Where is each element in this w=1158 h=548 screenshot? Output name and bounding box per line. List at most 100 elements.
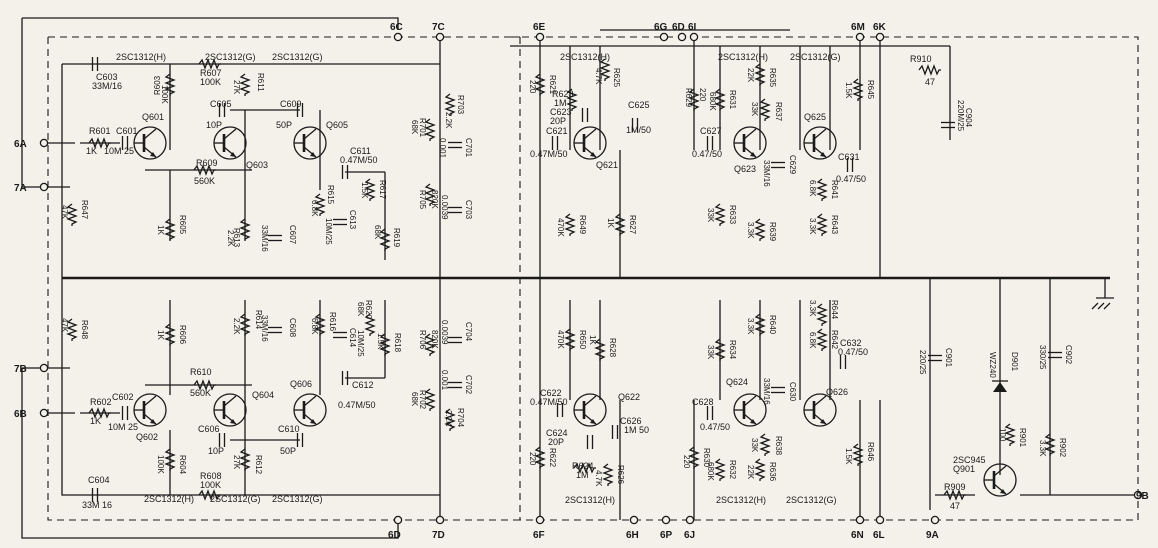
label-c614: C614 [348, 328, 357, 348]
transistor-q624 [732, 392, 768, 428]
label-r625: R625 [612, 68, 621, 88]
label-r617: R617 [378, 180, 387, 200]
label-q626: Q626 [826, 387, 848, 397]
value-r624: 1M [576, 470, 589, 480]
label-c629: C629 [788, 155, 797, 175]
value-r607: 100K [200, 77, 221, 87]
terminal-6g: 6G [654, 22, 668, 33]
label-d901: D901 [1010, 352, 1019, 372]
value-c612: 0.47M/50 [338, 400, 376, 410]
label-c630: C630 [788, 382, 797, 402]
label-c902: C902 [1064, 345, 1073, 365]
label-r649: R649 [578, 215, 587, 235]
terminal-6h: 6H [626, 530, 639, 541]
value-r703: 2.2K [444, 112, 453, 129]
label-r630: R630 [702, 448, 711, 468]
label-r605: R605 [178, 215, 187, 235]
transistor-q604 [212, 392, 248, 428]
terminal-6i: 6I [688, 22, 697, 33]
label-r608: R608 [200, 471, 222, 481]
label-r704: R704 [456, 408, 465, 428]
value-c902: 330/25 [1038, 345, 1047, 370]
type-label: 2SC1312(G) [272, 52, 323, 62]
transistor-q602 [132, 392, 168, 428]
label-q901: Q901 [953, 464, 975, 474]
terminal-6d: 6D [388, 530, 401, 541]
label-c606: C606 [198, 424, 220, 434]
label-r603: R603 [153, 75, 162, 95]
value-r644: 3.3K [808, 300, 817, 317]
value-c632: 0.47/50 [838, 347, 868, 357]
label-c621: C621 [546, 126, 568, 136]
value-r625: 4.7K [594, 68, 603, 85]
value-r909: 47 [950, 501, 960, 511]
label-q604: Q604 [252, 390, 274, 400]
value-c701: 0.001 [438, 138, 447, 159]
transistor-q623 [732, 125, 768, 161]
label-r634: R634 [728, 340, 737, 360]
value-c609: 50P [276, 120, 292, 130]
label-q606: Q606 [290, 379, 312, 389]
value-r602: 1K [90, 416, 101, 426]
value-c627: 0.47/50 [692, 149, 722, 159]
value-r620: 68K [356, 302, 365, 317]
label-c624: C624 [546, 428, 568, 438]
label-c701: C701 [464, 138, 473, 158]
label-r607: R607 [200, 68, 222, 78]
label-r622: R622 [548, 448, 557, 468]
label-q622: Q622 [618, 392, 640, 402]
label-r645: R645 [866, 80, 875, 100]
value-c602: 10M 25 [108, 422, 138, 432]
value-c624: 20P [548, 437, 564, 447]
transistor-q601 [132, 125, 168, 161]
label-r638: R638 [774, 436, 783, 456]
label-r624: R624 [572, 461, 594, 471]
value-c703: 0.0039 [440, 195, 449, 220]
type-label: 2SC1312(H) [116, 52, 166, 62]
label-c627: C627 [700, 126, 722, 136]
label-r644: R644 [830, 300, 839, 320]
label-r650: R650 [578, 330, 587, 350]
label-c602: C602 [112, 392, 134, 402]
value-r650: 470K [556, 330, 565, 349]
label-r614: R614 [254, 310, 263, 330]
label-r637: R637 [774, 102, 783, 122]
value-r627: 1K [606, 218, 615, 228]
terminal-6p: 6P [660, 530, 673, 541]
value-c901: 220/25 [918, 350, 927, 375]
label-c613: C613 [348, 210, 357, 230]
value-c601: 10M 25 [104, 146, 134, 156]
transistor-q622 [572, 392, 608, 428]
value-c604: 33M 16 [82, 500, 112, 510]
label-r627: R627 [628, 215, 637, 235]
label-r646: R646 [866, 442, 875, 462]
transistor-q621 [572, 125, 608, 161]
terminal-6a: 6A [14, 139, 27, 150]
value-r621: 220 [528, 80, 537, 94]
terminal-6b: 6B [14, 409, 27, 420]
value-c704: 0.0039 [440, 320, 449, 345]
value-r704: 2.2K [444, 410, 453, 427]
label-c609: C609 [280, 99, 302, 109]
label-c604: C604 [88, 475, 110, 485]
label-r629: R629 [684, 88, 693, 108]
label-c610: C610 [278, 424, 300, 434]
label-r631: R631 [728, 90, 737, 110]
label-r640: R640 [768, 315, 777, 335]
label-r606: R606 [178, 325, 187, 345]
type-label: 2SC1312(H) [718, 52, 768, 62]
value-r613: 2.2K [226, 230, 235, 247]
value-r648: 47K [60, 318, 69, 333]
transistor-q626 [802, 392, 838, 428]
label-c901: C901 [944, 348, 953, 368]
label-r636: R636 [768, 462, 777, 482]
type-label: 2SC1312(G) [210, 494, 261, 504]
terminal-7d: 7D [432, 530, 445, 541]
transistor-q625 [802, 125, 838, 161]
label-q601: Q601 [142, 112, 164, 122]
value-r633: 33K [706, 208, 715, 223]
value-r629: 220 [698, 88, 707, 102]
type-label: 2SC945 [953, 455, 986, 465]
label-c612: C612 [352, 380, 374, 390]
